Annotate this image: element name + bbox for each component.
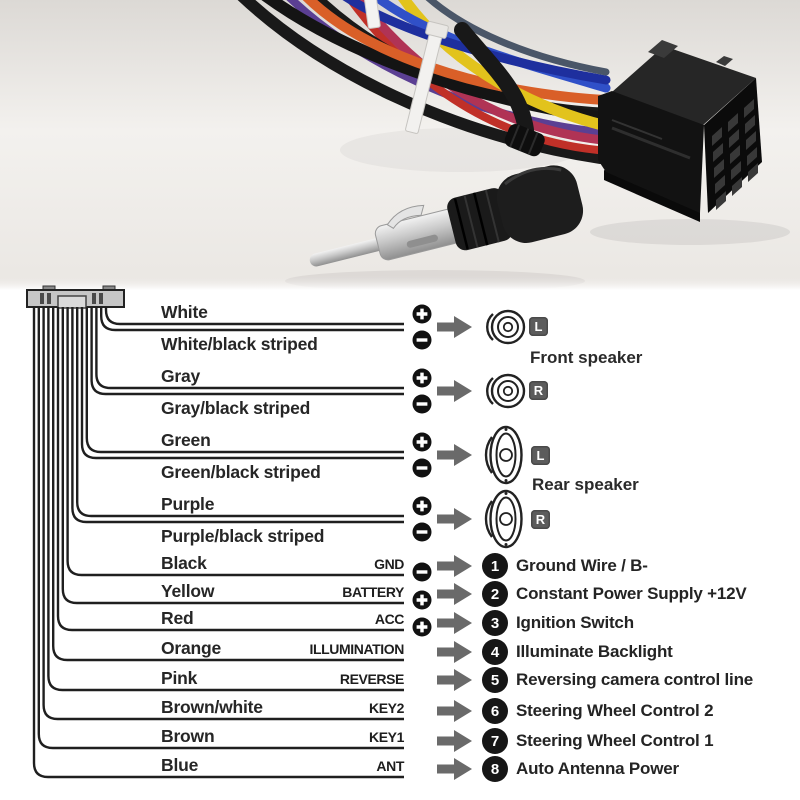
oval-speaker-icon — [484, 425, 523, 485]
wire-tag-key1: KEY1 — [369, 729, 404, 745]
power-row-black: Black GND — [161, 553, 404, 573]
power-desc-antenna: Auto Antenna Power — [516, 759, 679, 778]
wire-label-brown: Brown — [161, 726, 215, 746]
arrow-right-icon — [437, 508, 472, 530]
power-desc-key1: Steering Wheel Control 1 — [516, 731, 714, 750]
power-desc-illumination: Illuminate Backlight — [516, 642, 673, 661]
number-badge-1: 1 — [482, 553, 508, 579]
antenna-pin — [309, 237, 388, 267]
plus-icon — [412, 432, 432, 452]
wire-tag-ant: ANT — [376, 758, 404, 774]
plus-icon — [412, 617, 432, 637]
wire-tag-illumination: ILLUMINATION — [309, 641, 405, 657]
wire-label-green-black: Green/black striped — [161, 462, 321, 482]
oval-speaker-icon — [484, 489, 523, 549]
wire-tag-battery: BATTERY — [342, 584, 404, 600]
number-badge-7: 7 — [482, 728, 508, 754]
minus-icon — [412, 330, 432, 350]
harness-photo-art — [0, 0, 800, 290]
number-badge-8: 8 — [482, 756, 508, 782]
number-badge-5: 5 — [482, 667, 508, 693]
channel-badge-rear-right: R — [531, 510, 550, 529]
power-row-brown-white: Brown/white KEY2 — [161, 697, 404, 717]
wire-label-orange: Orange — [161, 638, 222, 658]
minus-icon — [412, 562, 432, 582]
number-badge-4: 4 — [482, 639, 508, 665]
arrow-right-icon — [437, 316, 472, 338]
power-row-orange: Orange ILLUMINATION — [161, 638, 404, 658]
wire-label-brown-white: Brown/white — [161, 697, 263, 717]
channel-badge-front-right: R — [529, 381, 548, 400]
plus-icon — [412, 304, 432, 324]
channel-badge-front-left: L — [529, 317, 548, 336]
minus-icon — [412, 458, 432, 478]
harness-photo — [0, 0, 800, 290]
front-speaker-label: Front speaker — [530, 348, 643, 367]
power-desc-ground: Ground Wire / B- — [516, 556, 648, 575]
arrow-right-icon — [437, 700, 472, 722]
cable-tie — [363, 0, 449, 134]
rear-speaker-label: Rear speaker — [532, 475, 639, 494]
plus-icon — [412, 496, 432, 516]
arrow-right-icon — [437, 555, 472, 577]
number-badge-3: 3 — [482, 610, 508, 636]
power-row-red: Red ACC — [161, 608, 404, 628]
wire-label-gray: Gray — [161, 366, 201, 386]
plus-icon — [412, 368, 432, 388]
iso-connector-photo — [598, 40, 762, 222]
arrow-right-icon — [437, 444, 472, 466]
minus-icon — [412, 522, 432, 542]
round-speaker-icon — [486, 373, 526, 409]
power-desc-battery: Constant Power Supply +12V — [516, 584, 747, 603]
number-badge-2: 2 — [482, 581, 508, 607]
power-row-brown: Brown KEY1 — [161, 726, 404, 746]
arrow-right-icon — [437, 612, 472, 634]
round-speaker-icon — [486, 309, 526, 345]
diagram-connector-icon — [26, 285, 125, 309]
minus-icon — [412, 394, 432, 414]
arrow-right-icon — [437, 758, 472, 780]
power-row-yellow: Yellow BATTERY — [161, 581, 404, 601]
wire-label-purple: Purple — [161, 494, 215, 514]
wire-tag-reverse: REVERSE — [339, 671, 405, 687]
arrow-right-icon — [437, 583, 472, 605]
power-desc-key2: Steering Wheel Control 2 — [516, 701, 714, 720]
wire-tag-gnd: GND — [374, 556, 404, 572]
arrow-right-icon — [437, 730, 472, 752]
wire-label-yellow: Yellow — [161, 581, 215, 601]
arrow-right-icon — [437, 669, 472, 691]
wire-label-red: Red — [161, 608, 194, 628]
arrow-right-icon — [437, 641, 472, 663]
plus-icon — [412, 590, 432, 610]
wire-label-white-black: White/black striped — [161, 334, 318, 354]
wire-tag-key2: KEY2 — [369, 700, 404, 716]
arrow-right-icon — [437, 380, 472, 402]
power-row-pink: Pink REVERSE — [161, 668, 404, 688]
wire-label-gray-black: Gray/black striped — [161, 398, 311, 418]
wire-tag-acc: ACC — [374, 611, 405, 627]
wire-label-pink: Pink — [161, 668, 198, 688]
connector-pin-grid — [712, 99, 758, 210]
wire-label-white: White — [161, 302, 208, 322]
power-desc-ignition: Ignition Switch — [516, 613, 634, 632]
wire-label-black: Black — [161, 553, 207, 573]
wire-label-green: Green — [161, 430, 211, 450]
wire-label-blue: Blue — [161, 755, 199, 775]
number-badge-6: 6 — [482, 698, 508, 724]
power-row-blue: Blue ANT — [161, 755, 404, 775]
antenna-plug — [309, 22, 584, 267]
wire-lines — [32, 307, 404, 779]
wire-label-purple-black: Purple/black striped — [161, 526, 325, 546]
power-desc-reverse: Reversing camera control line — [516, 670, 754, 689]
channel-badge-rear-left: L — [531, 446, 550, 465]
